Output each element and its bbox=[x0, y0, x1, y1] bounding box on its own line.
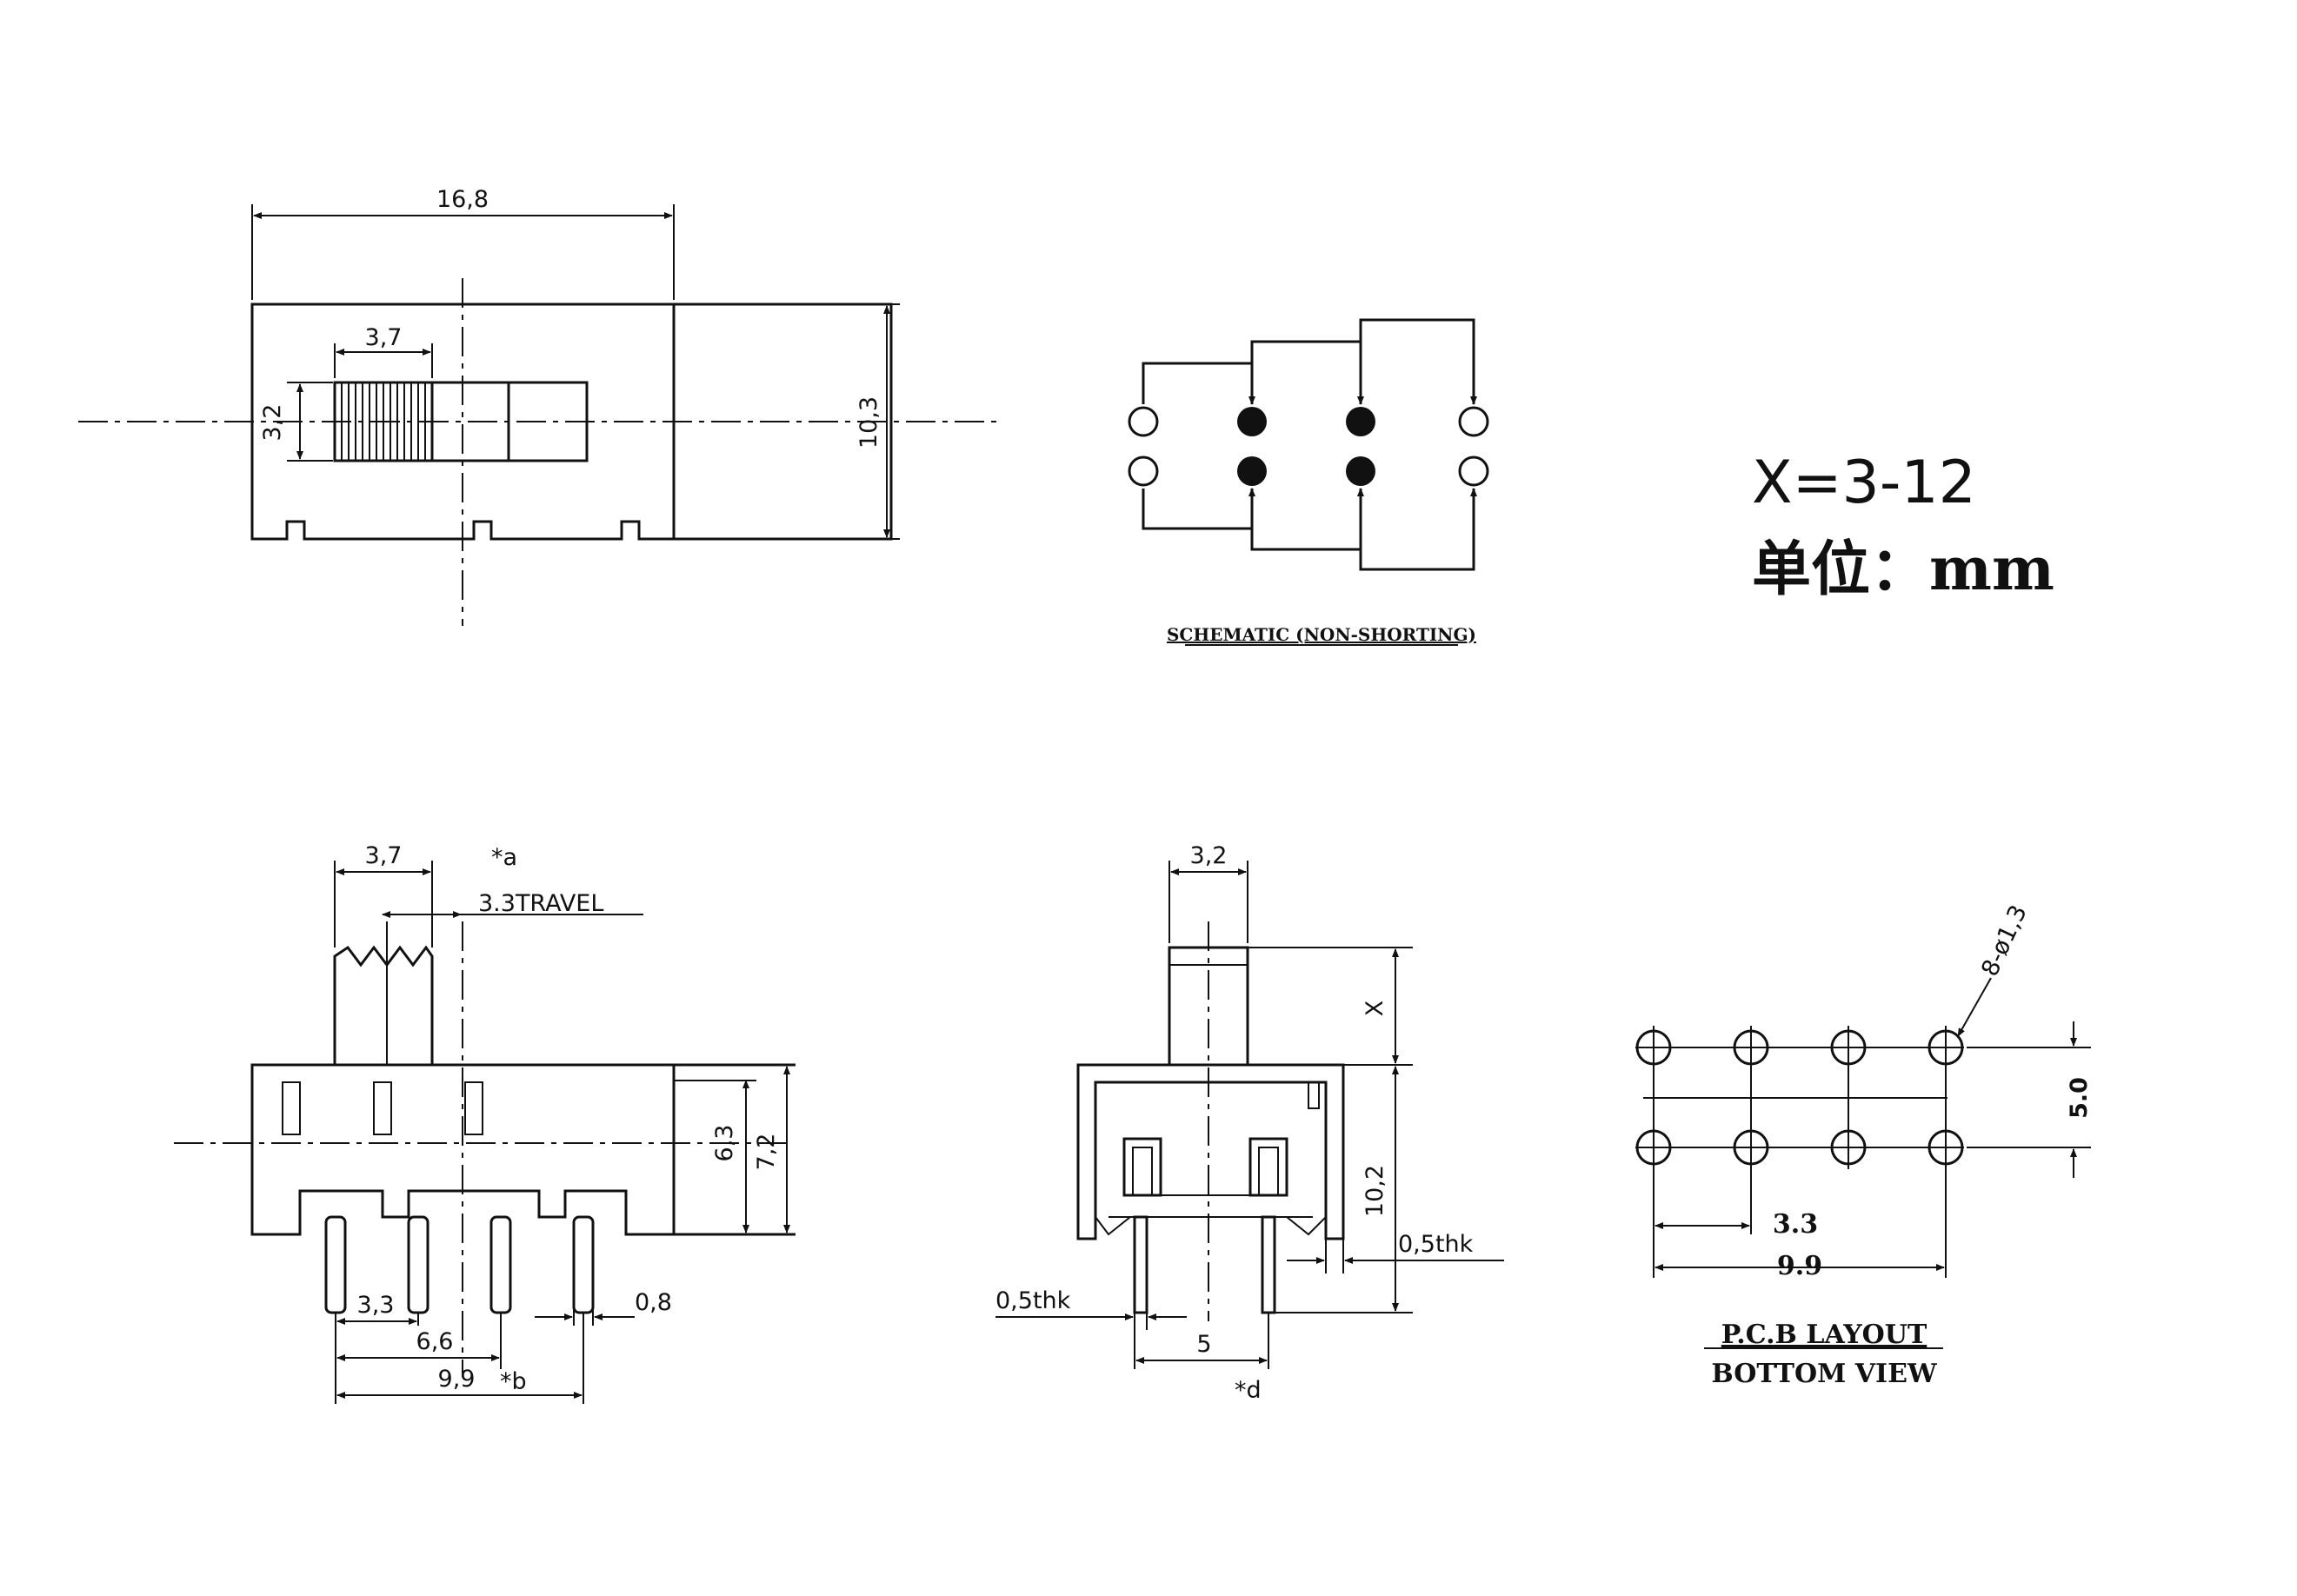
dim-front-total-height: 7,2 bbox=[753, 1134, 780, 1171]
dim-top-knob-width: 3,7 bbox=[365, 324, 403, 351]
dim-top-width: 16,8 bbox=[436, 186, 489, 213]
schematic-terminal-common bbox=[1346, 456, 1375, 486]
pcb-hole bbox=[1635, 1129, 1672, 1166]
schematic: SCHEMATIC (NON-SHORTING) bbox=[1128, 318, 1489, 646]
dim-side-pin-span: 5 bbox=[1196, 1331, 1211, 1358]
side-view-housing bbox=[1076, 1063, 1345, 1240]
front-view: 3,7 *a 3.3TRAVEL 6,3 7,2 3,3 6,6 9,9 *b … bbox=[174, 842, 796, 1404]
pcb-layout: 8-ø1,3 5.0 3.3 9.9 P.C.B LAYOUT BOTTOM V… bbox=[1635, 901, 2093, 1389]
dim-front-knob-width: 3,7 bbox=[365, 842, 403, 869]
dim-top-height: 10,3 bbox=[856, 396, 882, 449]
front-view-pin bbox=[489, 1215, 512, 1314]
dim-front-pitch: 3,3 bbox=[357, 1292, 395, 1319]
front-view-pin bbox=[407, 1215, 429, 1314]
pcb-hole bbox=[1830, 1029, 1867, 1066]
x-range-text: X=3-12 bbox=[1752, 449, 1976, 517]
dim-top-knob-height: 3,2 bbox=[259, 404, 286, 442]
schematic-wire bbox=[1359, 488, 1477, 571]
pcb-hole bbox=[1927, 1029, 1964, 1066]
schematic-wire bbox=[1250, 488, 1364, 551]
dim-side-thk-right: 0,5thk bbox=[1398, 1231, 1474, 1258]
front-view-slot bbox=[373, 1081, 392, 1135]
note-a: *a bbox=[491, 844, 517, 871]
front-view-knob bbox=[333, 945, 434, 1065]
pcb-dim-pitch: 3.3 bbox=[1773, 1209, 1818, 1240]
pcb-title: P.C.B LAYOUT bbox=[1721, 1320, 1927, 1350]
pcb-dim-span: 9.9 bbox=[1777, 1251, 1822, 1281]
travel-label: 3.3TRAVEL bbox=[478, 890, 603, 917]
pcb-hole-label: 8-ø1,3 bbox=[1976, 901, 2033, 981]
schematic-caption: SCHEMATIC (NON-SHORTING) bbox=[1167, 624, 1476, 645]
front-view-slot bbox=[464, 1081, 483, 1135]
top-view-body-outline bbox=[250, 303, 893, 541]
side-view-pin bbox=[1261, 1215, 1276, 1314]
pcb-hole bbox=[1830, 1129, 1867, 1166]
dim-side-thk-left: 0,5thk bbox=[995, 1287, 1071, 1314]
schematic-wire bbox=[1250, 340, 1364, 405]
side-view-pin bbox=[1133, 1215, 1148, 1314]
front-view-slot bbox=[282, 1081, 301, 1135]
dim-side-knob-width: 3,2 bbox=[1190, 842, 1228, 869]
dim-front-span-3: 9,9 bbox=[438, 1366, 476, 1393]
schematic-terminal-common bbox=[1237, 407, 1267, 436]
schematic-terminal-open bbox=[1128, 406, 1159, 437]
pcb-hole bbox=[1635, 1029, 1672, 1066]
dim-front-pin-width: 0,8 bbox=[635, 1289, 672, 1316]
schematic-terminal-open bbox=[1128, 456, 1159, 487]
note-b: *b bbox=[500, 1368, 527, 1395]
top-view: 16,8 3,7 3,2 10,3 bbox=[78, 186, 1000, 626]
range-note: X=3-12 单位：mm bbox=[1752, 449, 2054, 604]
pcb-subtitle: BOTTOM VIEW bbox=[1711, 1359, 1938, 1389]
front-view-pin bbox=[324, 1215, 347, 1314]
note-d: *d bbox=[1235, 1377, 1262, 1404]
unit-text: 单位：mm bbox=[1752, 535, 2054, 604]
pcb-hole bbox=[1733, 1029, 1769, 1066]
side-view: 3,2 X 10,2 0,5thk 0,5thk 5 *d bbox=[995, 842, 1504, 1404]
schematic-wire bbox=[1142, 362, 1255, 405]
schematic-terminal-common bbox=[1237, 456, 1267, 486]
side-view-tab bbox=[1308, 1081, 1320, 1109]
pcb-hole bbox=[1733, 1129, 1769, 1166]
dim-side-x: X bbox=[1362, 1001, 1388, 1017]
schematic-terminal-common bbox=[1346, 407, 1375, 436]
schematic-terminal-open bbox=[1458, 456, 1489, 487]
schematic-terminal-open bbox=[1458, 406, 1489, 437]
schematic-wire bbox=[1359, 318, 1477, 405]
dim-front-body-height: 6,3 bbox=[711, 1125, 738, 1162]
dim-front-span-2: 6,6 bbox=[416, 1328, 454, 1355]
pcb-hole bbox=[1927, 1129, 1964, 1166]
front-view-pin bbox=[572, 1215, 595, 1314]
front-view-body bbox=[250, 1063, 676, 1236]
pcb-dim-row-spacing: 5.0 bbox=[2066, 1077, 2093, 1119]
schematic-wire bbox=[1142, 488, 1255, 530]
dim-side-body-height: 10,2 bbox=[1362, 1165, 1388, 1217]
